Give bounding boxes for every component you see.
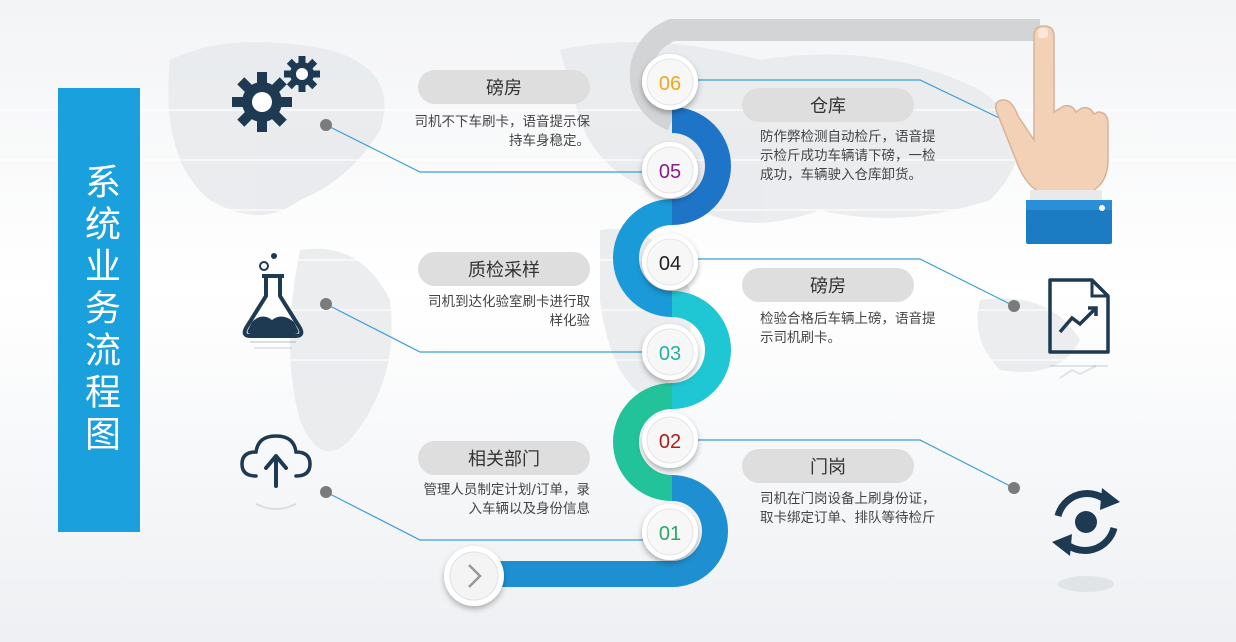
desc-line: 司机在门岗设备上刷身份证， bbox=[760, 491, 936, 507]
desc-line: 成功，车辆驶入仓库卸货。 bbox=[760, 167, 922, 183]
step-desc-warehouse: 防作弊检测自动检斤，语音提 示检斤成功车辆请下磅，一检 成功，车辆驶入仓库卸货。 bbox=[760, 128, 990, 185]
step-title-related-departments: 相关部门 bbox=[418, 441, 590, 475]
desc-line: 持车身稳定。 bbox=[509, 133, 590, 149]
desc-line: 示司机刷卡。 bbox=[760, 330, 841, 346]
step-circle-05: 05 bbox=[642, 142, 698, 198]
step-title-quality-sampling: 质检采样 bbox=[418, 252, 590, 286]
desc-line: 入车辆以及身份信息 bbox=[468, 501, 591, 517]
flask-icon bbox=[242, 253, 304, 349]
step-desc-weighhouse-exit: 司机不下车刷卡，语音提示保 持车身稳定。 bbox=[372, 113, 591, 151]
step-desc-gate: 司机在门岗设备上刷身份证， 取卡绑定订单、排队等待检斤 bbox=[760, 490, 990, 528]
title-banner: 系统业务流程图 bbox=[58, 88, 140, 532]
desc-line: 示检斤成功车辆请下磅，一检 bbox=[760, 148, 936, 164]
step-circle-02: 02 bbox=[642, 412, 698, 468]
desc-line: 司机到达化验室刷卡进行取 bbox=[428, 294, 590, 310]
start-arrow-button[interactable] bbox=[444, 546, 504, 606]
step-circle-03: 03 bbox=[642, 324, 698, 380]
page-title: 系统业务流程图 bbox=[79, 163, 120, 457]
step-desc-weighhouse-entry: 检验合格后车辆上磅，语音提 示司机刷卡。 bbox=[760, 310, 990, 348]
step-number: 01 bbox=[659, 523, 681, 545]
desc-line: 取卡绑定订单、排队等待检斤 bbox=[760, 510, 936, 526]
step-desc-quality-sampling: 司机到达化验室刷卡进行取 样化验 bbox=[372, 293, 590, 331]
step-title-warehouse: 仓库 bbox=[742, 88, 914, 122]
step-title-gate: 门岗 bbox=[742, 449, 914, 483]
step-number: 05 bbox=[659, 161, 681, 183]
step-number: 06 bbox=[659, 73, 681, 95]
step-title-weighhouse-entry: 磅房 bbox=[742, 268, 914, 302]
desc-line: 管理人员制定计划/订单，录 bbox=[423, 482, 590, 498]
chart-document-icon bbox=[1048, 278, 1110, 379]
step-number: 04 bbox=[659, 253, 681, 275]
step-circle-06: 06 bbox=[642, 54, 698, 110]
cloud-upload-icon bbox=[240, 434, 312, 510]
gear-icon bbox=[232, 56, 320, 132]
desc-line: 司机不下车刷卡，语音提示保 bbox=[414, 114, 591, 130]
step-circle-04: 04 bbox=[642, 234, 698, 290]
chevron-right-icon bbox=[468, 564, 482, 588]
step-number: 02 bbox=[659, 431, 681, 453]
step-circle-01: 01 bbox=[642, 504, 698, 560]
step-desc-related-departments: 管理人员制定计划/订单，录 入车辆以及身份信息 bbox=[372, 481, 590, 519]
step-title-weighhouse-exit: 磅房 bbox=[418, 70, 590, 104]
step-number: 03 bbox=[659, 343, 681, 365]
refresh-icon bbox=[1052, 488, 1120, 592]
desc-line: 检验合格后车辆上磅，语音提 bbox=[760, 311, 936, 327]
desc-line: 样化验 bbox=[549, 313, 591, 329]
pointing-hand-icon bbox=[994, 25, 1112, 244]
desc-line: 防作弊检测自动检斤，语音提 bbox=[760, 129, 936, 145]
